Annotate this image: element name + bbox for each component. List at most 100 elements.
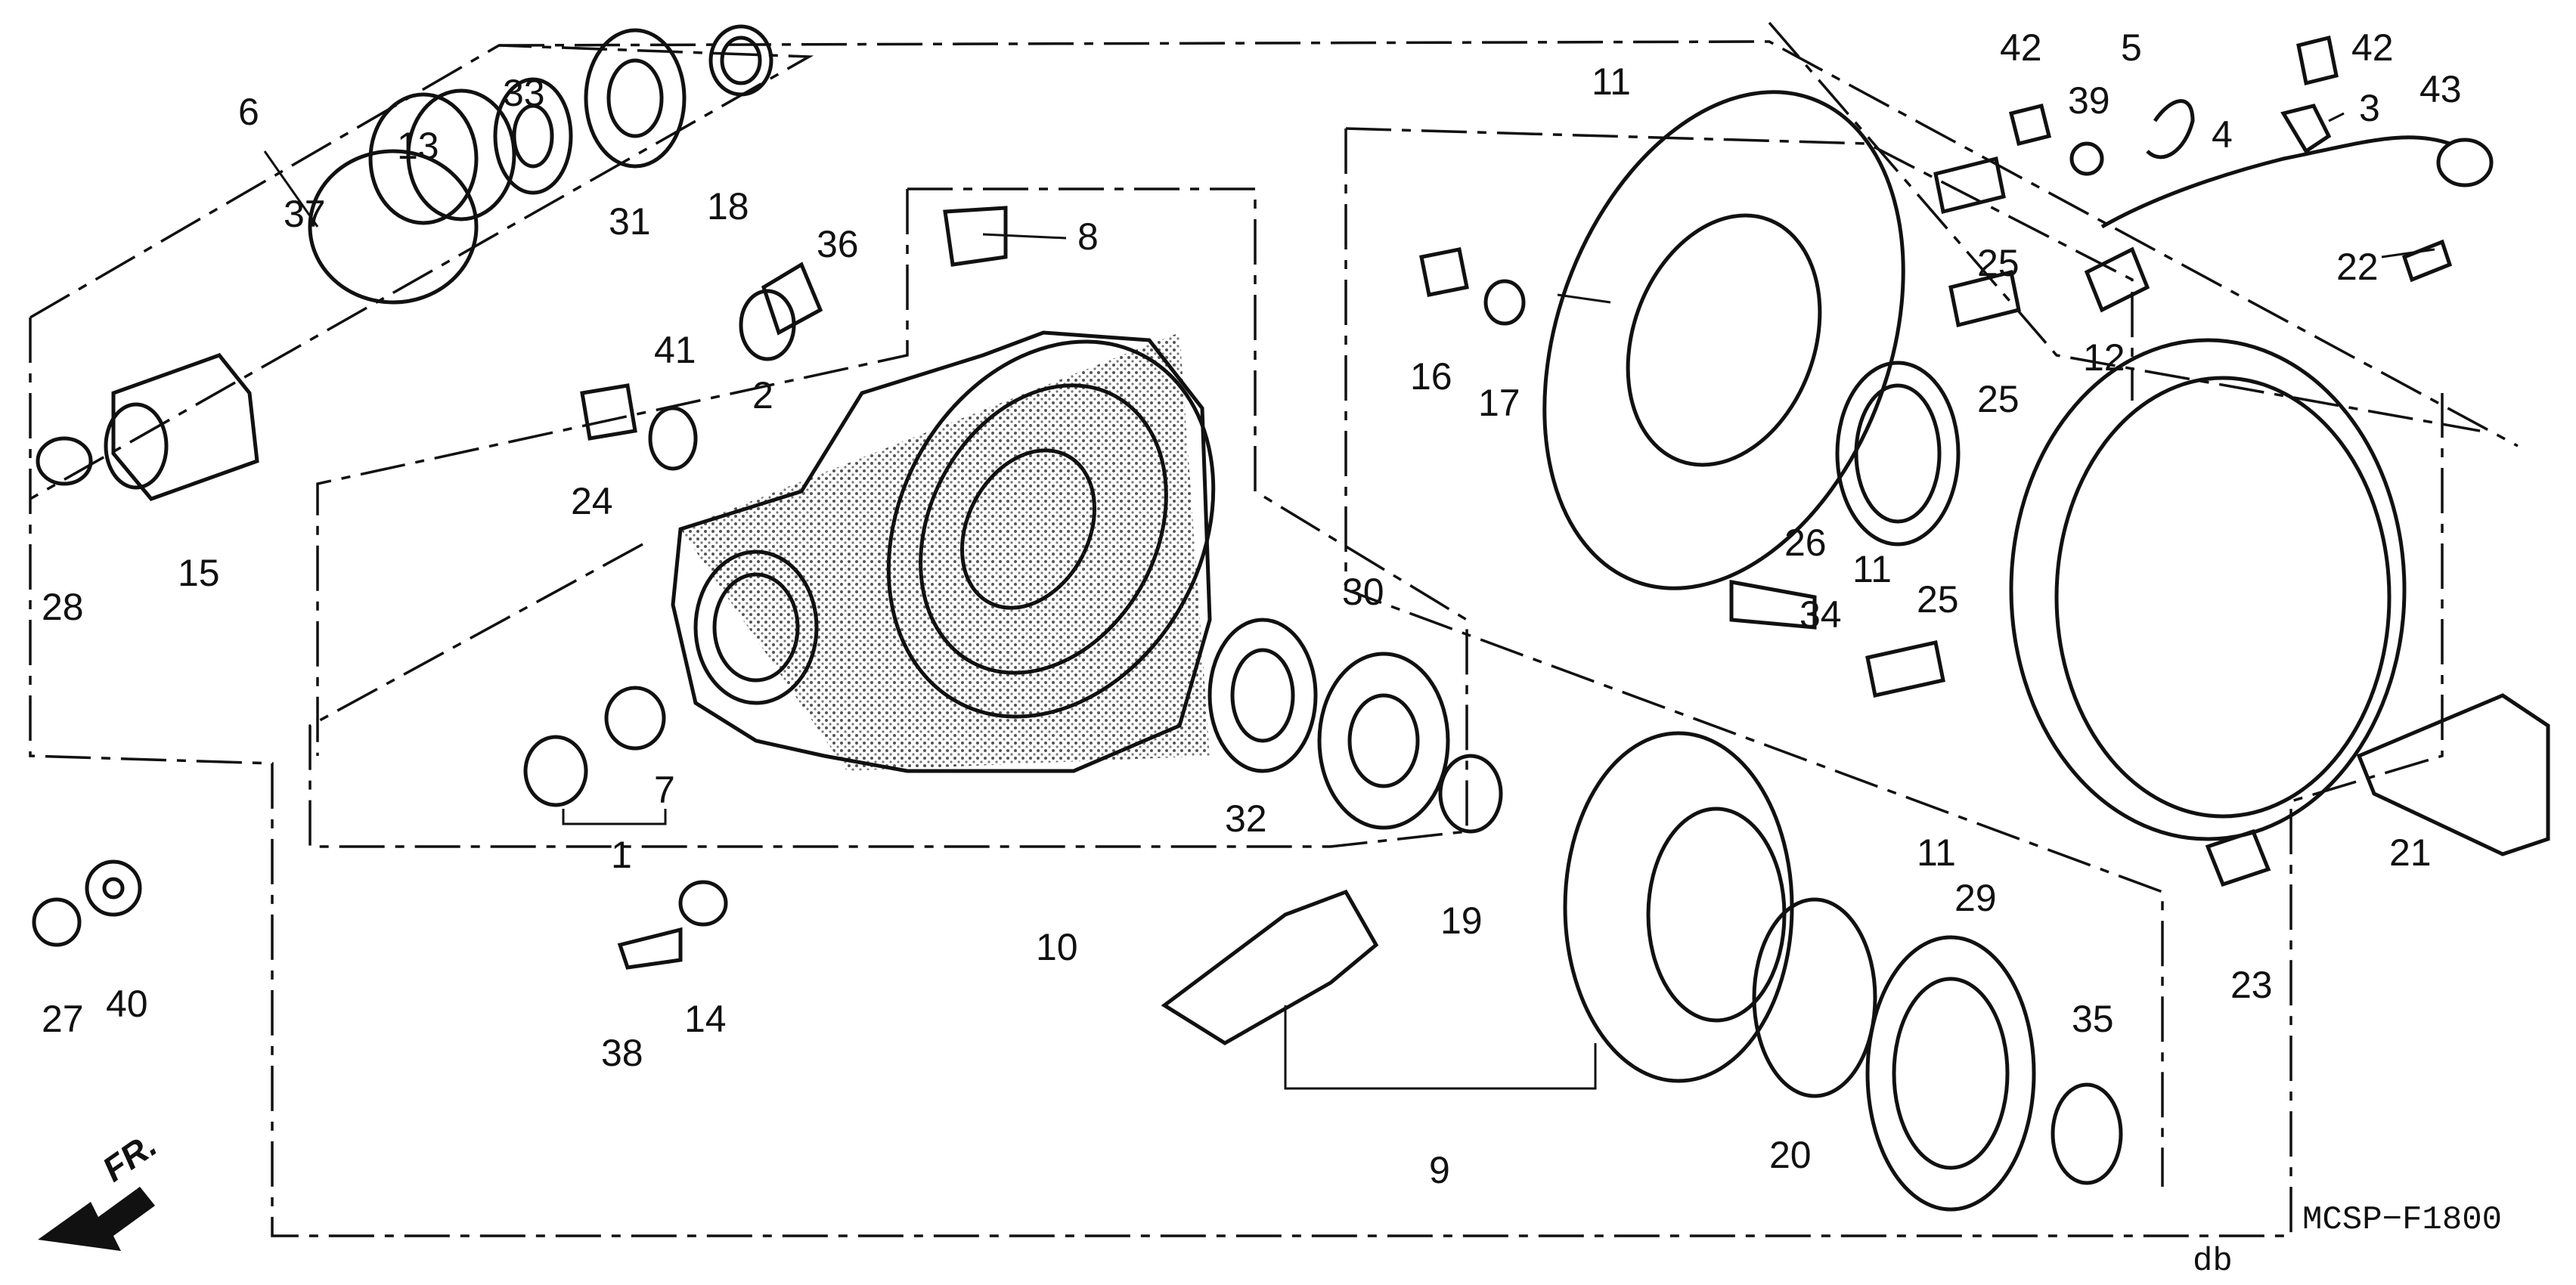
callout-18: 18 [707, 185, 749, 228]
callout-42b: 42 [2351, 26, 2394, 69]
final-drive-housing [671, 330, 1216, 773]
right-parts [1419, 35, 2550, 887]
cap-21 [2356, 693, 2550, 856]
bolt-16 [1419, 247, 1469, 297]
callout-30: 30 [1342, 571, 1384, 613]
callout-8: 8 [1077, 215, 1099, 258]
bolt-2 [761, 262, 823, 336]
callout-27: 27 [42, 998, 84, 1040]
bearing-30 [1317, 652, 1450, 830]
callout-20: 20 [1769, 1134, 1812, 1176]
front-direction-arrow: FR. [38, 1125, 163, 1251]
bolt-38 [617, 927, 683, 970]
clamp-22 [2401, 239, 2453, 283]
middle-parts [1161, 618, 2123, 1212]
bolt-23 [2205, 828, 2271, 887]
washer-40 [85, 859, 142, 917]
callout-23: 23 [2230, 964, 2273, 1006]
callout-16: 16 [1410, 355, 1452, 398]
left-parts [32, 24, 1008, 970]
gear-13 [368, 92, 479, 225]
bearing-35 [2051, 1082, 2123, 1185]
washer-39 [2069, 141, 2104, 176]
o-ring-37 [308, 149, 479, 305]
washer-41 [648, 406, 698, 471]
callout-25b: 25 [1977, 378, 2020, 420]
bolt-42 [2008, 103, 2052, 147]
callout-22: 22 [2336, 246, 2379, 288]
sensor-43 [2436, 138, 2494, 187]
sleeve-15 [111, 353, 259, 501]
callout-35: 35 [2072, 998, 2114, 1040]
callout-38: 38 [601, 1032, 643, 1074]
pinion-9 [1161, 889, 1379, 1045]
callout-15: 15 [178, 552, 220, 594]
callout-32: 32 [1225, 797, 1267, 840]
cover-11 [1542, 90, 1905, 590]
clamp-3 [2280, 104, 2332, 154]
callout-14: 14 [684, 998, 727, 1040]
callout-labels: 1 2 3 4 5 6 7 8 9 10 11 11 11 11 12 13 1… [42, 26, 2462, 1191]
callout-6: 6 [238, 91, 259, 133]
callout-9: 9 [1429, 1149, 1450, 1191]
callout-36: 36 [817, 223, 859, 265]
cover-12 [2009, 338, 2407, 841]
callout-13: 13 [397, 125, 439, 167]
seal-11 [1835, 361, 1961, 547]
callout-37: 37 [284, 193, 326, 235]
bearing-31 [584, 28, 687, 169]
group-boundaries [29, 21, 2519, 1237]
callout-25a: 25 [1977, 242, 2020, 284]
sensor-wire-4 [2100, 135, 2450, 229]
callout-11a: 11 [1592, 60, 1631, 103]
callout-5: 5 [2121, 26, 2142, 69]
fr-label: FR. [95, 1125, 164, 1189]
callout-34: 34 [1799, 593, 1842, 636]
seal-33 [493, 77, 573, 195]
callout-42a: 42 [2000, 26, 2042, 69]
bolt-42b [2296, 35, 2339, 86]
washer-17 [1483, 279, 1526, 326]
circlip-20 [1752, 897, 1877, 1098]
callout-24: 24 [571, 480, 613, 522]
callout-28: 28 [42, 586, 84, 628]
clip-14 [678, 880, 728, 927]
leader-lines [263, 112, 2435, 1090]
callout-29: 29 [1954, 877, 1997, 919]
callout-11b: 11 [1852, 548, 1892, 590]
callout-21: 21 [2389, 831, 2432, 874]
bolt-24 [580, 383, 637, 441]
callout-31: 31 [609, 200, 651, 243]
bolt-25b [1948, 269, 2021, 328]
callout-4: 4 [2212, 113, 2233, 156]
bolt-26 [1729, 580, 1817, 630]
sensor-connector [2084, 246, 2150, 313]
callout-33: 33 [503, 72, 545, 114]
callout-39: 39 [2068, 79, 2110, 122]
nut-27 [32, 897, 82, 947]
callout-25c: 25 [1917, 578, 1959, 621]
callout-17: 17 [1478, 382, 1520, 424]
callout-1: 1 [611, 834, 632, 876]
callout-3: 3 [2359, 87, 2380, 129]
clamp-5 [2146, 99, 2195, 159]
callout-19: 19 [1440, 900, 1483, 942]
callout-2: 2 [752, 374, 773, 416]
callout-43: 43 [2419, 68, 2462, 110]
ring-19 [1438, 754, 1503, 834]
bolt-25a [1933, 156, 2006, 215]
seal-32 [1207, 618, 1318, 773]
plug-8 [943, 206, 1008, 267]
bearing-1 [523, 735, 588, 807]
nut-28 [36, 436, 93, 486]
callout-26: 26 [1784, 522, 1827, 564]
footer-mark: db [2193, 1243, 2233, 1280]
callout-11c: 11 [1917, 831, 1956, 874]
bolt-25c [1865, 640, 1945, 698]
callout-40: 40 [106, 983, 148, 1025]
diagram-code: MCSP−F1800 [2302, 1201, 2502, 1239]
callout-7: 7 [654, 769, 675, 811]
clip-7 [604, 686, 666, 751]
bearing-29 [1865, 935, 2036, 1212]
